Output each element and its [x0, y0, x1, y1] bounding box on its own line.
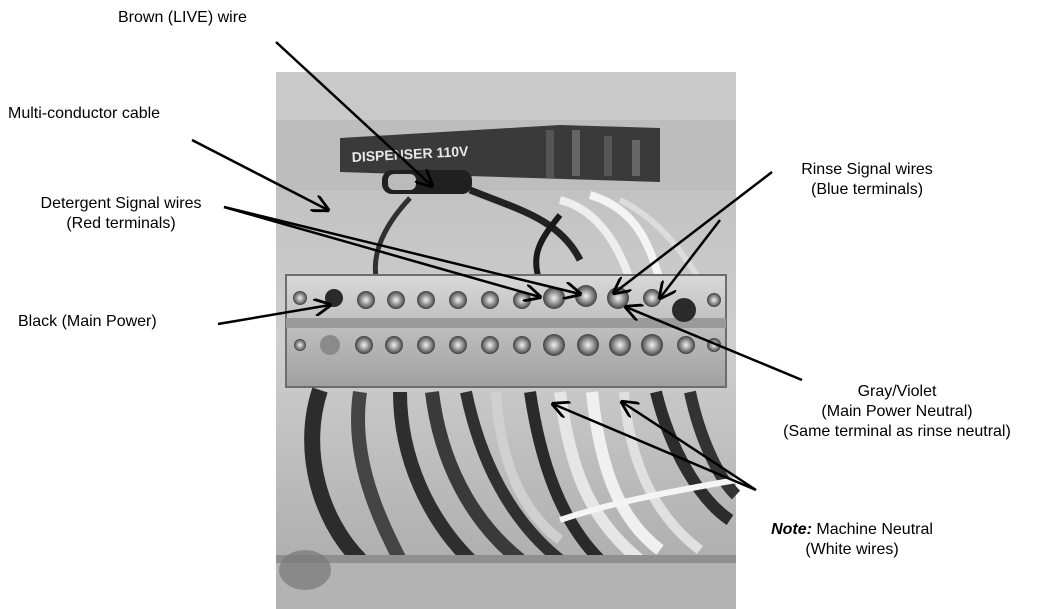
- label-multi-conductor: Multi-conductor cable: [8, 104, 160, 124]
- label-gray-line3: (Same terminal as rinse neutral): [783, 423, 1011, 440]
- label-note-prefix: Note:: [771, 521, 812, 538]
- label-black-main-text: Black (Main Power): [18, 313, 157, 330]
- label-note-line2: (White wires): [805, 541, 899, 558]
- label-brown-live: Brown (LIVE) wire: [118, 8, 247, 28]
- label-black-main-power: Black (Main Power): [18, 312, 157, 332]
- label-detergent-signal: Detergent Signal wires (Red terminals): [14, 194, 228, 234]
- label-brown-live-text: Brown (LIVE) wire: [118, 9, 247, 26]
- label-gray-line2: (Main Power Neutral): [821, 403, 973, 420]
- label-note-line1: Machine Neutral: [816, 521, 933, 538]
- label-detergent-line1: Detergent Signal wires: [40, 195, 202, 212]
- terminal-block: [285, 274, 727, 388]
- label-multi-conductor-text: Multi-conductor cable: [8, 105, 161, 122]
- label-gray-line1: Gray/Violet: [857, 383, 937, 400]
- label-gray-violet: Gray/Violet (Main Power Neutral) (Same t…: [742, 382, 1052, 442]
- label-rinse-line2: (Blue terminals): [810, 181, 924, 198]
- label-rinse-line1: Rinse Signal wires: [801, 161, 933, 178]
- label-note-machine-neutral: Note: Machine Neutral (White wires): [752, 520, 952, 560]
- label-detergent-line2: (Red terminals): [66, 215, 176, 232]
- label-rinse-signal: Rinse Signal wires (Blue terminals): [762, 160, 972, 200]
